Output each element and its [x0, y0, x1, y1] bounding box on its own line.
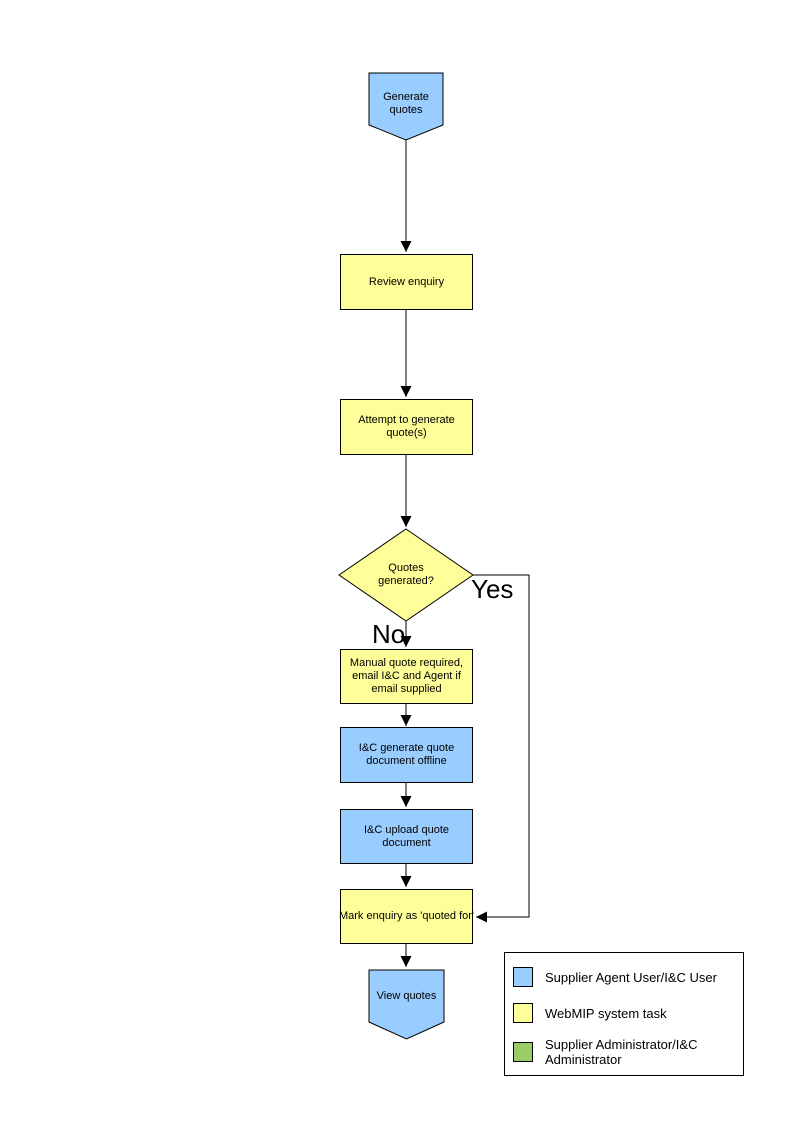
node-view-quotes: View quotes	[369, 970, 444, 1022]
node-quotes-generated: Quotes generated?	[370, 547, 442, 603]
legend-item-supplier-agent: Supplier Agent User/I&C User	[513, 967, 739, 987]
shape-generate-quotes	[368, 72, 444, 141]
node-label: I&C upload quote document	[363, 823, 449, 849]
legend-label: Supplier Agent User/I&C User	[545, 969, 717, 985]
legend: Supplier Agent User/I&C User WebMIP syst…	[504, 952, 744, 1076]
node-label: Attempt to generate quote(s)	[358, 414, 455, 439]
node-label: Manual quote required, email I&C and Age…	[349, 657, 464, 695]
node-label: I&C generate quote document offline	[358, 742, 455, 767]
node-label: Review enquiry	[368, 275, 445, 288]
legend-swatch-yellow	[513, 1003, 533, 1023]
label-yes-branch: Yes	[471, 574, 514, 604]
node-ic-generate: I&C generate quote document offline	[340, 727, 473, 783]
shape-view-quotes	[368, 969, 445, 1040]
node-attempt-generate: Attempt to generate quote(s)	[340, 399, 473, 455]
node-label: View quotes	[376, 989, 437, 1002]
node-review-enquiry: Review enquiry	[340, 254, 473, 310]
label-no-branch: No	[372, 619, 406, 649]
node-manual-quote: Manual quote required, email I&C and Age…	[340, 649, 473, 704]
legend-label: Supplier Administrator/I&C Administrator	[545, 1037, 698, 1067]
legend-label: WebMIP system task	[545, 1005, 667, 1021]
legend-item-webmip-task: WebMIP system task	[513, 1003, 739, 1023]
node-label: Generate quotes	[383, 91, 429, 116]
legend-swatch-blue	[513, 967, 533, 987]
legend-swatch-green	[513, 1042, 533, 1062]
arrow-decision-to-mark-yes	[473, 574, 530, 923]
node-mark-enquiry: Mark enquiry as 'quoted for'	[338, 889, 475, 944]
legend-item-supplier-admin: Supplier Administrator/I&C Administrator	[513, 1037, 739, 1067]
node-label: Mark enquiry as 'quoted for'	[338, 910, 475, 922]
node-ic-upload: I&C upload quote document	[340, 809, 473, 864]
node-label: Quotes generated?	[378, 562, 434, 587]
node-generate-quotes: Generate quotes	[369, 76, 443, 132]
